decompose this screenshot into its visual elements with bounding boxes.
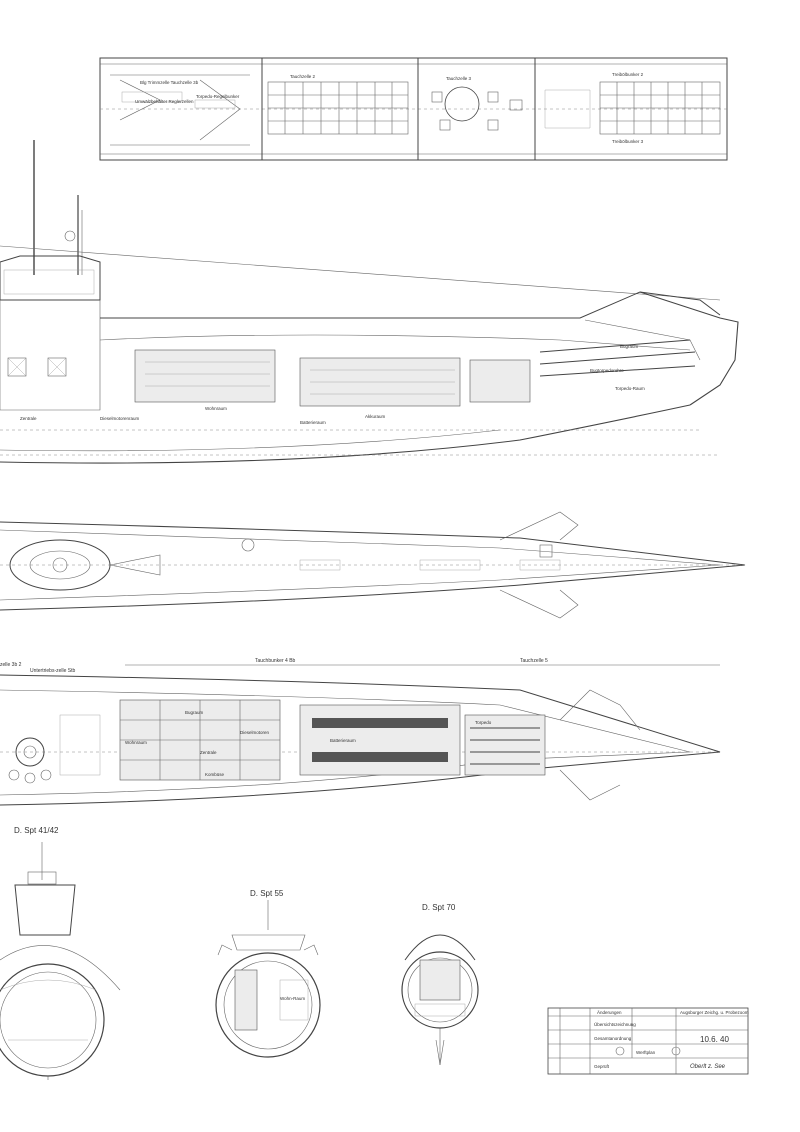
deck-cell-grid-2 xyxy=(599,81,721,135)
title-block-signature: Oberlt z. See xyxy=(690,1064,726,1070)
title-block-row-3: Werftplan xyxy=(636,1050,656,1055)
cross-section-70: D. Spt 70 xyxy=(401,903,479,1066)
deck-label-7: Treibölbunker 3 xyxy=(612,139,644,144)
title-block-row-1: Übersichtszeichnung xyxy=(594,1021,636,1027)
cross-section-55: D. Spt 55 Wohn-Raum xyxy=(215,889,321,1058)
side-profile: Bugraum Zentrale Dieselmotorenraum Bugto… xyxy=(0,140,739,464)
title-block: Änderungen Augsburger Zeichg. u. Probezo… xyxy=(547,1007,749,1075)
section-55-label: Wohn-Raum xyxy=(280,996,305,1001)
deck-plan: Blg Trimmzelle Tauchzelle 3b Umwälzbehäl… xyxy=(99,57,728,161)
side-battery-racks xyxy=(145,361,455,395)
plan-compartments xyxy=(119,699,546,781)
plan-label-2: Dieselmotoren xyxy=(240,730,270,735)
side-label-4: Bugtorpedorohre xyxy=(590,368,624,373)
deck-label-1: Blg Trimmzelle Tauchzelle 3b xyxy=(140,80,199,85)
deck-label-6: Treibölbunker 2 xyxy=(612,72,644,77)
section-title-70: D. Spt 70 xyxy=(422,903,456,912)
side-label-6: Batterieraum xyxy=(300,420,326,425)
side-label-1: Bugraum xyxy=(620,344,639,349)
deck-label-2: Umwälzbehälter Reglerzellen xyxy=(135,99,194,104)
deck-cell-grid-1 xyxy=(267,81,409,135)
plan-view: zelle 3b 2 Untertriebs-zelle Stb Tauchbu… xyxy=(0,658,721,806)
side-label-3: Dieselmotorenraum xyxy=(100,416,140,421)
plan-label-4: Batterieraum xyxy=(330,738,356,743)
title-block-company: Augsburger Zeichg. u. Probezoom xyxy=(680,1010,749,1015)
deck-label-3: Torpedo-Regelbunker xyxy=(196,94,240,99)
section-title-55: D. Spt 55 xyxy=(250,889,284,898)
plan-label-1: Bugraum xyxy=(185,710,204,715)
plan-header-left: zelle 3b 2 xyxy=(0,662,22,668)
side-label-8: Akkuraum xyxy=(365,414,386,419)
plan-label-7: Kombüse xyxy=(205,772,225,777)
plan-label-3: Zentrale xyxy=(200,750,217,755)
title-block-row-4: Geprüft xyxy=(594,1064,610,1069)
plan-label-6: Torpedo xyxy=(475,720,492,725)
deck-label-4: Tauchzelle 3 xyxy=(446,76,472,81)
deck-label-5: Tauchzelle 2 xyxy=(290,74,316,79)
top-hull-view xyxy=(0,511,746,619)
plan-tauchbunker: Tauchbunker 4 Bb xyxy=(255,658,296,664)
plan-tauchzelle-5: Tauchzelle 5 xyxy=(520,658,548,664)
title-block-row-2: Gesamtanordnung xyxy=(594,1036,632,1041)
plan-label-5: Wohnraum xyxy=(125,740,147,745)
section-title-41-42: D. Spt 41/42 xyxy=(14,826,59,835)
plan-header-left-2: Untertriebs-zelle Stb xyxy=(30,668,76,674)
side-label-2: Zentrale xyxy=(20,416,37,421)
title-block-date: 10.6. 40 xyxy=(700,1035,729,1044)
cross-section-41-42: D. Spt 41/42 xyxy=(0,826,121,1080)
side-label-5: Wohnraum xyxy=(205,406,227,411)
title-block-header: Änderungen xyxy=(597,1009,622,1015)
side-label-7: Torpedo-Raum xyxy=(615,386,645,391)
